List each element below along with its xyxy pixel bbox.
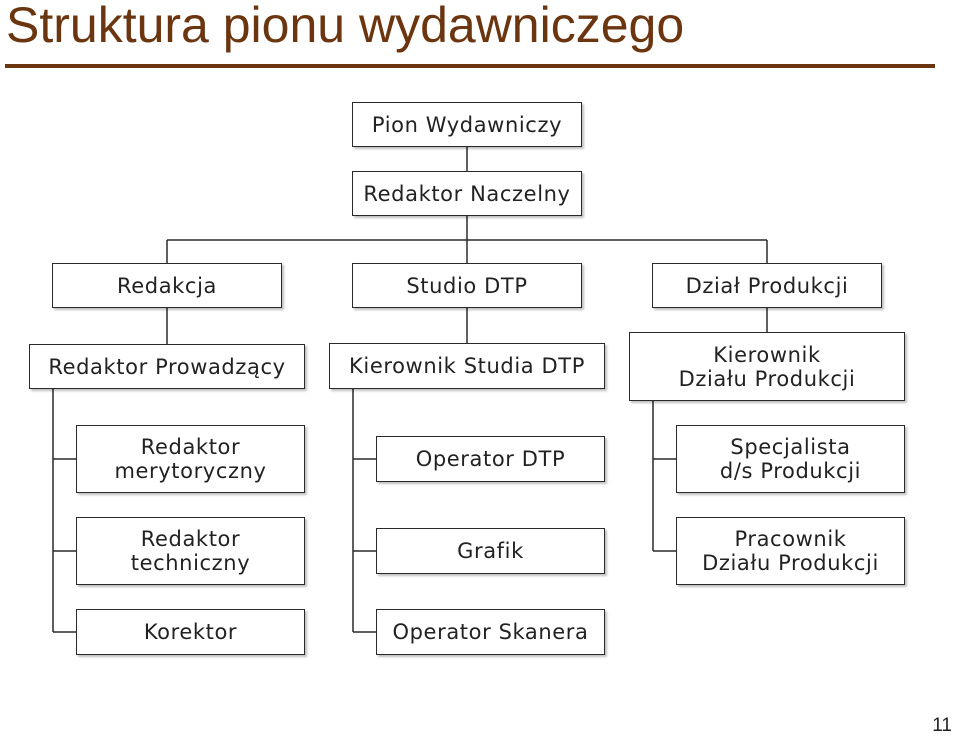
node-redaktor-prowadzacy: Redaktor Prowadzący xyxy=(29,344,305,389)
node-operator-dtp: Operator DTP xyxy=(376,436,605,482)
node-pracownik-dzialu-produkcji: Pracownik Działu Produkcji xyxy=(676,517,905,585)
node-redaktor-merytoryczny: Redaktor merytoryczny xyxy=(76,425,305,493)
node-pion-wydawniczy: Pion Wydawniczy xyxy=(352,102,582,147)
node-operator-skanera: Operator Skanera xyxy=(376,609,605,655)
node-redaktor-naczelny: Redaktor Naczelny xyxy=(352,171,582,216)
title-underline xyxy=(5,64,935,68)
node-dzial-produkcji: Dział Produkcji xyxy=(652,263,882,308)
node-specjalista-ds-produkcji: Specjalista d/s Produkcji xyxy=(676,425,905,493)
node-kierownik-studia-dtp: Kierownik Studia DTP xyxy=(329,343,605,389)
node-kierownik-dzialu-produkcji: Kierownik Działu Produkcji xyxy=(629,332,905,401)
node-korektor: Korektor xyxy=(76,609,305,655)
page-number: 11 xyxy=(932,715,952,736)
slide-title: Struktura pionu wydawniczego xyxy=(6,0,685,53)
node-studio-dtp: Studio DTP xyxy=(352,263,582,308)
node-redaktor-techniczny: Redaktor techniczny xyxy=(76,517,305,585)
node-grafik: Grafik xyxy=(376,528,605,574)
node-redakcja: Redakcja xyxy=(52,263,282,308)
